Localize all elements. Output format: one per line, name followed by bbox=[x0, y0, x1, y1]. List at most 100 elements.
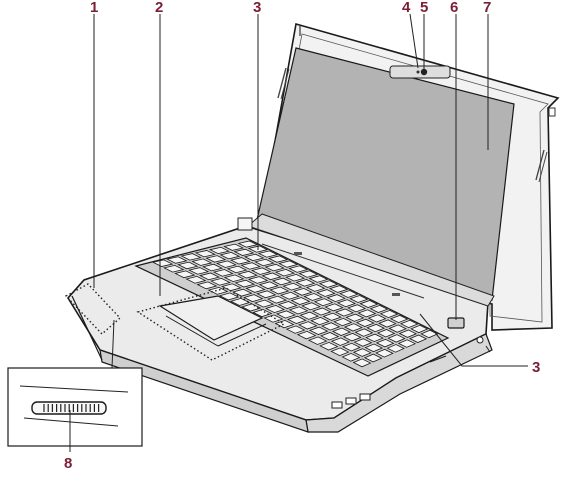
keycap bbox=[256, 290, 277, 299]
keycap bbox=[375, 348, 394, 358]
webcam-housing bbox=[389, 65, 451, 79]
keycap bbox=[241, 303, 262, 312]
keycap bbox=[223, 274, 245, 283]
keycap bbox=[279, 291, 300, 300]
keycap bbox=[409, 334, 428, 343]
keycap bbox=[229, 297, 251, 306]
keycap bbox=[188, 267, 210, 275]
keycap bbox=[379, 309, 399, 318]
keycap bbox=[277, 301, 298, 309]
keycap bbox=[363, 353, 383, 363]
keycap bbox=[223, 243, 245, 251]
touchpad bbox=[158, 295, 264, 341]
keycap bbox=[308, 275, 329, 283]
keycap bbox=[352, 358, 372, 368]
keycap bbox=[247, 276, 269, 284]
keycap bbox=[218, 292, 240, 301]
keycap bbox=[386, 344, 405, 353]
keycap bbox=[274, 268, 296, 277]
keycap bbox=[345, 313, 365, 322]
keycap bbox=[387, 334, 406, 343]
laptop-base bbox=[64, 213, 495, 433]
callout-7: 7 bbox=[483, 0, 491, 16]
keycap bbox=[185, 275, 207, 284]
touchpad-highlight bbox=[136, 287, 286, 361]
keycap bbox=[285, 273, 306, 282]
keycap bbox=[271, 277, 293, 286]
keycap bbox=[233, 248, 255, 256]
keycap bbox=[353, 338, 373, 347]
keycap bbox=[305, 284, 326, 292]
keycap bbox=[208, 246, 231, 255]
keycap bbox=[296, 330, 317, 340]
keycap bbox=[212, 269, 234, 277]
keycap bbox=[240, 262, 262, 270]
keycap bbox=[328, 285, 349, 293]
webcam-led bbox=[416, 70, 420, 74]
keycap bbox=[322, 312, 342, 321]
keycap bbox=[226, 265, 248, 274]
keycap bbox=[264, 263, 285, 272]
keycap bbox=[275, 310, 296, 319]
keycap bbox=[237, 240, 259, 248]
keycap bbox=[389, 314, 409, 324]
keycap bbox=[205, 255, 227, 263]
keycap bbox=[290, 297, 311, 305]
keycap bbox=[316, 289, 336, 297]
keycap bbox=[324, 303, 344, 312]
keycap bbox=[180, 253, 202, 261]
keycap bbox=[210, 277, 231, 286]
keycap bbox=[308, 326, 329, 335]
keycap bbox=[310, 316, 330, 326]
keycap bbox=[174, 270, 196, 279]
keycap bbox=[267, 255, 289, 263]
keycap bbox=[299, 311, 320, 320]
keycap bbox=[237, 270, 258, 279]
keycap bbox=[229, 257, 251, 265]
keycap bbox=[301, 302, 321, 311]
keycap bbox=[388, 324, 407, 333]
keycap bbox=[319, 332, 340, 341]
callout-3-right: 3 bbox=[532, 359, 540, 376]
keycap bbox=[367, 314, 387, 323]
keycap bbox=[318, 280, 339, 288]
keycap bbox=[295, 279, 316, 287]
keycap bbox=[297, 321, 318, 330]
callout-8: 8 bbox=[64, 455, 72, 472]
keycap bbox=[288, 306, 309, 315]
keycap bbox=[298, 270, 319, 278]
keycap bbox=[274, 319, 295, 329]
keycap bbox=[375, 338, 395, 348]
keycap bbox=[202, 263, 224, 272]
keycap bbox=[326, 294, 346, 303]
keycap bbox=[177, 261, 199, 270]
keycap bbox=[357, 309, 377, 318]
keycap bbox=[311, 307, 332, 316]
keycap bbox=[420, 329, 439, 339]
keycap bbox=[215, 260, 237, 268]
keycap bbox=[303, 293, 324, 301]
keycap bbox=[207, 286, 229, 295]
keycap bbox=[194, 250, 216, 258]
keycap bbox=[266, 295, 288, 304]
keycap bbox=[254, 299, 275, 308]
keycap bbox=[365, 333, 384, 343]
callout-3-top: 3 bbox=[253, 0, 261, 16]
keycap bbox=[339, 290, 359, 298]
webcam-lens bbox=[420, 68, 428, 76]
keycap bbox=[354, 328, 374, 337]
keycap bbox=[378, 319, 397, 328]
keycap bbox=[232, 288, 253, 297]
keycap bbox=[398, 329, 418, 338]
keycap bbox=[234, 279, 256, 288]
inset-detail bbox=[7, 319, 143, 447]
keycap bbox=[307, 336, 328, 345]
keycap bbox=[196, 281, 218, 290]
keycap bbox=[399, 319, 419, 329]
keycap bbox=[278, 260, 299, 268]
keycap bbox=[349, 295, 369, 303]
keycap bbox=[163, 264, 185, 273]
leader-lines bbox=[69, 13, 528, 452]
